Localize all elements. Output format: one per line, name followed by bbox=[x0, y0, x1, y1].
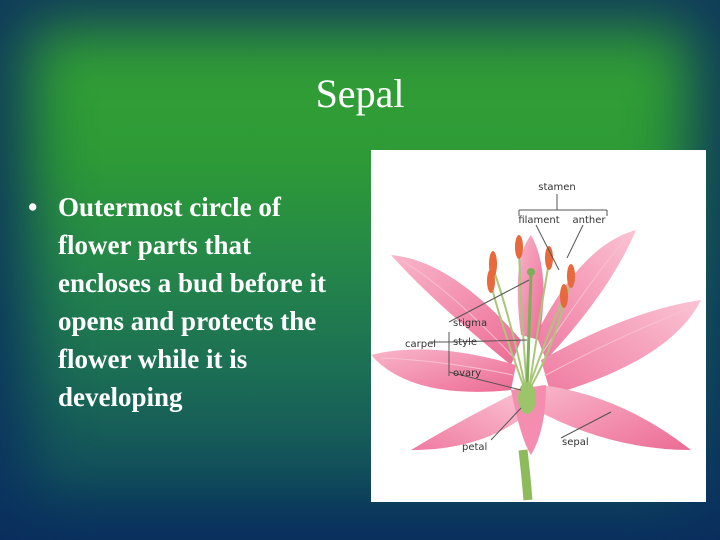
label-filament: filament bbox=[518, 215, 559, 226]
label-stigma: stigma bbox=[453, 318, 487, 329]
label-ovary: ovary bbox=[453, 368, 481, 379]
slide-title: Sepal bbox=[315, 71, 405, 116]
petal-lower-left bbox=[411, 390, 526, 450]
label-petal: petal bbox=[462, 442, 487, 453]
label-style: style bbox=[453, 337, 477, 348]
bullet-dot-icon: • bbox=[28, 192, 38, 222]
ovary bbox=[518, 382, 536, 414]
flower-illustration: stamen filament anther stigma carpel sty… bbox=[371, 182, 701, 501]
style bbox=[525, 274, 533, 391]
label-anther: anther bbox=[573, 215, 607, 226]
bullet-text: Outermost circle of flower parts that en… bbox=[58, 192, 326, 412]
sepal-right-lower bbox=[536, 385, 691, 450]
stigma bbox=[527, 268, 535, 276]
anthers bbox=[487, 235, 575, 308]
sepal-back-left bbox=[391, 255, 521, 365]
bullet-item: • Outermost circle of flower parts that … bbox=[28, 188, 348, 416]
label-carpel: carpel bbox=[405, 339, 436, 350]
petal-right-upper bbox=[541, 300, 701, 395]
leader-lines bbox=[429, 194, 612, 441]
bullet-list: • Outermost circle of flower parts that … bbox=[28, 188, 348, 416]
petal-left bbox=[371, 349, 516, 392]
stem bbox=[518, 449, 533, 501]
flower-diagram: stamen filament anther stigma carpel sty… bbox=[371, 150, 706, 502]
sepal-back-right bbox=[536, 230, 636, 360]
label-sepal: sepal bbox=[562, 437, 589, 448]
label-stamen: stamen bbox=[538, 182, 576, 193]
